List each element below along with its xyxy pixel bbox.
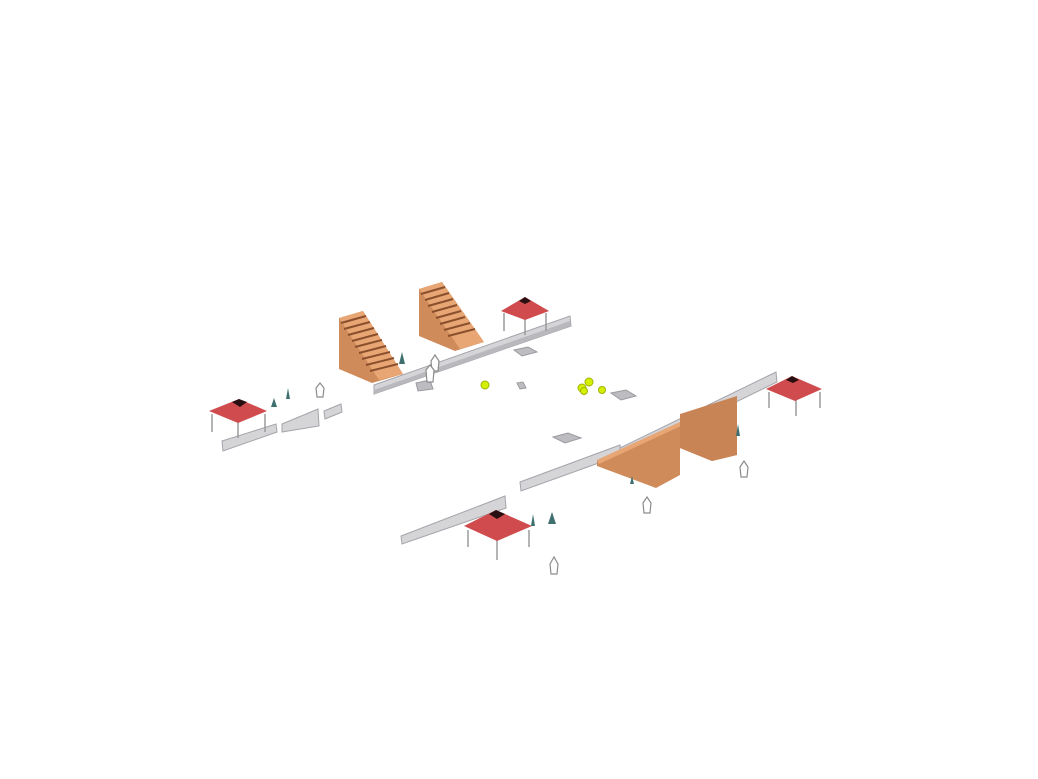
trees: [271, 352, 740, 526]
tree: [531, 514, 535, 526]
floor-pad: [516, 381, 527, 390]
ball: [580, 387, 588, 395]
tree: [399, 352, 405, 364]
ball: [584, 377, 594, 387]
canopy-right: [766, 376, 822, 416]
floor-pad: [609, 389, 638, 401]
cone-marker: [642, 495, 652, 514]
cone-markers: [315, 353, 749, 575]
tree: [286, 388, 290, 399]
tree: [271, 398, 277, 407]
barrier-wall-lower: [400, 495, 507, 545]
balls: [480, 377, 606, 395]
ball: [598, 386, 606, 394]
cone-marker: [739, 459, 749, 478]
cone-marker: [315, 382, 325, 398]
tree: [548, 512, 556, 524]
tree: [630, 476, 634, 484]
cone-marker: [549, 555, 559, 575]
floor-pad: [415, 379, 434, 392]
staircase-right: [419, 282, 484, 351]
canopy-bottom: [464, 510, 532, 560]
floor-pad: [512, 346, 539, 357]
barrier-wall-left: [221, 403, 343, 452]
floor-pads: [415, 346, 638, 444]
ball: [480, 380, 490, 390]
ramp-bridge: [597, 396, 737, 488]
canopy-left: [209, 399, 267, 438]
canopy-top: [501, 297, 549, 335]
tree: [736, 424, 740, 436]
floor-pad: [551, 432, 583, 444]
barrier-wall-upper: [373, 315, 572, 395]
staircase-left: [339, 311, 403, 383]
cone-marker: [425, 364, 435, 383]
